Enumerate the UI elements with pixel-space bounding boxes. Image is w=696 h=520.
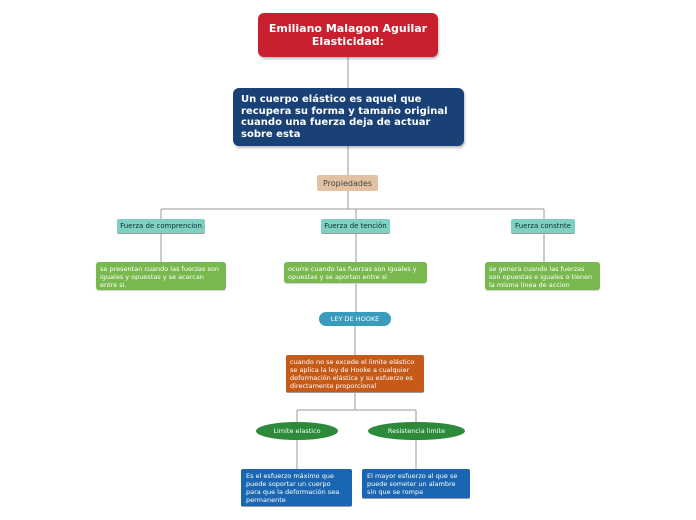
title-node[interactable]: Emiliano Malagon Aguilar Elasticidad:	[258, 13, 438, 57]
limite-elastico-node[interactable]: Limite elastico	[256, 422, 338, 440]
definition-node[interactable]: Un cuerpo elástico es aquel que recupera…	[233, 88, 464, 146]
hooke-law-node[interactable]: LEY DE HOOKE	[319, 312, 391, 326]
description-fuerza-tencion[interactable]: ocurre cuando las fuerzas son iguales y …	[284, 262, 427, 283]
description-fuerza-comprencion[interactable]: se presentan cuando las fuerzas son igua…	[96, 262, 226, 290]
resistencia-limite-description[interactable]: El mayor esfuerzo al que se puede somete…	[362, 469, 470, 499]
properties-node[interactable]: Propiedades	[317, 175, 378, 191]
branch-fuerza-constante[interactable]: Fuerza constnte	[511, 219, 575, 234]
hooke-description-node[interactable]: cuando no se excede el limite elástico s…	[286, 355, 424, 393]
limite-elastico-description[interactable]: Es el esfuerzo máximo que puede soportar…	[241, 469, 352, 507]
branch-fuerza-tencion[interactable]: Fuerza de tención	[321, 219, 390, 234]
branch-fuerza-comprencion[interactable]: Fuerza de comprencion	[117, 219, 205, 234]
description-fuerza-constante[interactable]: se genera cuando las fuerzas son opuesta…	[485, 262, 600, 290]
resistencia-limite-node[interactable]: Resistencia limite	[368, 422, 465, 440]
